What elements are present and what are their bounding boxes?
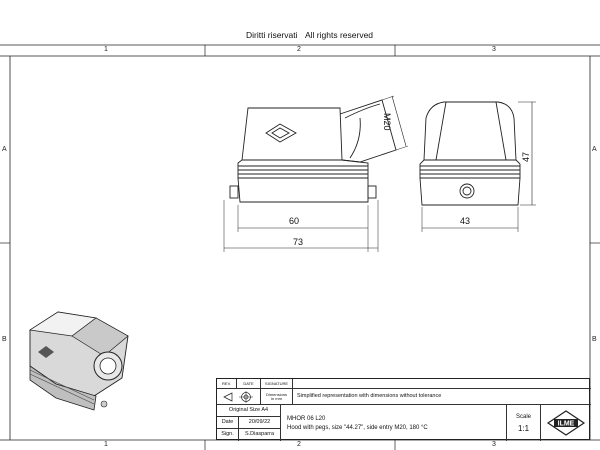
projection-method-icon — [222, 390, 253, 403]
dim-total-length: 73 — [293, 237, 304, 247]
zone-column-3-bottom: 3 — [492, 441, 496, 448]
revision-blank — [293, 379, 591, 389]
date-header: DATE — [237, 379, 261, 389]
zone-row-a-left: A — [2, 146, 7, 153]
ilme-logo: ILME — [546, 410, 586, 436]
scale-cell: Scale 1:1 — [507, 405, 541, 441]
tolerance-note: Simplified representation with dimension… — [293, 389, 591, 405]
original-size: Original Size A4 — [217, 405, 281, 417]
company-logo: ILME — [541, 405, 591, 441]
zone-column-3-top: 3 — [492, 46, 496, 53]
dimensions-label: Dimensions — [266, 391, 287, 397]
rights-reserved-italian: Diritti riservati — [246, 30, 298, 40]
zone-column-1-top: 1 — [104, 46, 108, 53]
zone-row-a-right: A — [592, 146, 597, 153]
dimensions-unit-cell: Dimensions in mm — [261, 389, 293, 405]
zone-column-2-bottom: 2 — [297, 441, 301, 448]
signature-header: SIGNATURE — [261, 379, 293, 389]
zone-row-b-left: B — [2, 336, 7, 343]
zone-column-1-bottom: 1 — [104, 441, 108, 448]
zone-column-2-top: 2 — [297, 46, 301, 53]
rev-header: REV. — [217, 379, 237, 389]
sign-label: Sign. — [217, 429, 239, 441]
scale-label: Scale — [515, 413, 531, 420]
title-block: REV. DATE SIGNATURE Dimensions in mm Sim… — [216, 378, 591, 441]
dim-inner-length: 60 — [289, 216, 300, 226]
zone-row-b-right: B — [592, 336, 597, 343]
sign-value: S.Diasparra — [239, 429, 281, 441]
part-code: MHOR 06 L20 — [287, 415, 326, 422]
logo-text: ILME — [558, 421, 575, 428]
rights-reserved-english: All rights reserved — [305, 30, 374, 40]
scale-value: 1:1 — [517, 423, 530, 433]
projection-symbol-cell — [217, 389, 261, 405]
description-cell: MHOR 06 L20 Hood with pegs, size "44.27"… — [281, 405, 507, 441]
dim-depth: 43 — [460, 216, 471, 226]
date-row-label: Date — [217, 417, 239, 429]
date-value: 20/09/22 — [239, 417, 281, 429]
dimensions-unit: in mm — [271, 395, 282, 401]
part-description: Hood with pegs, size "44.27", side entry… — [287, 424, 428, 431]
